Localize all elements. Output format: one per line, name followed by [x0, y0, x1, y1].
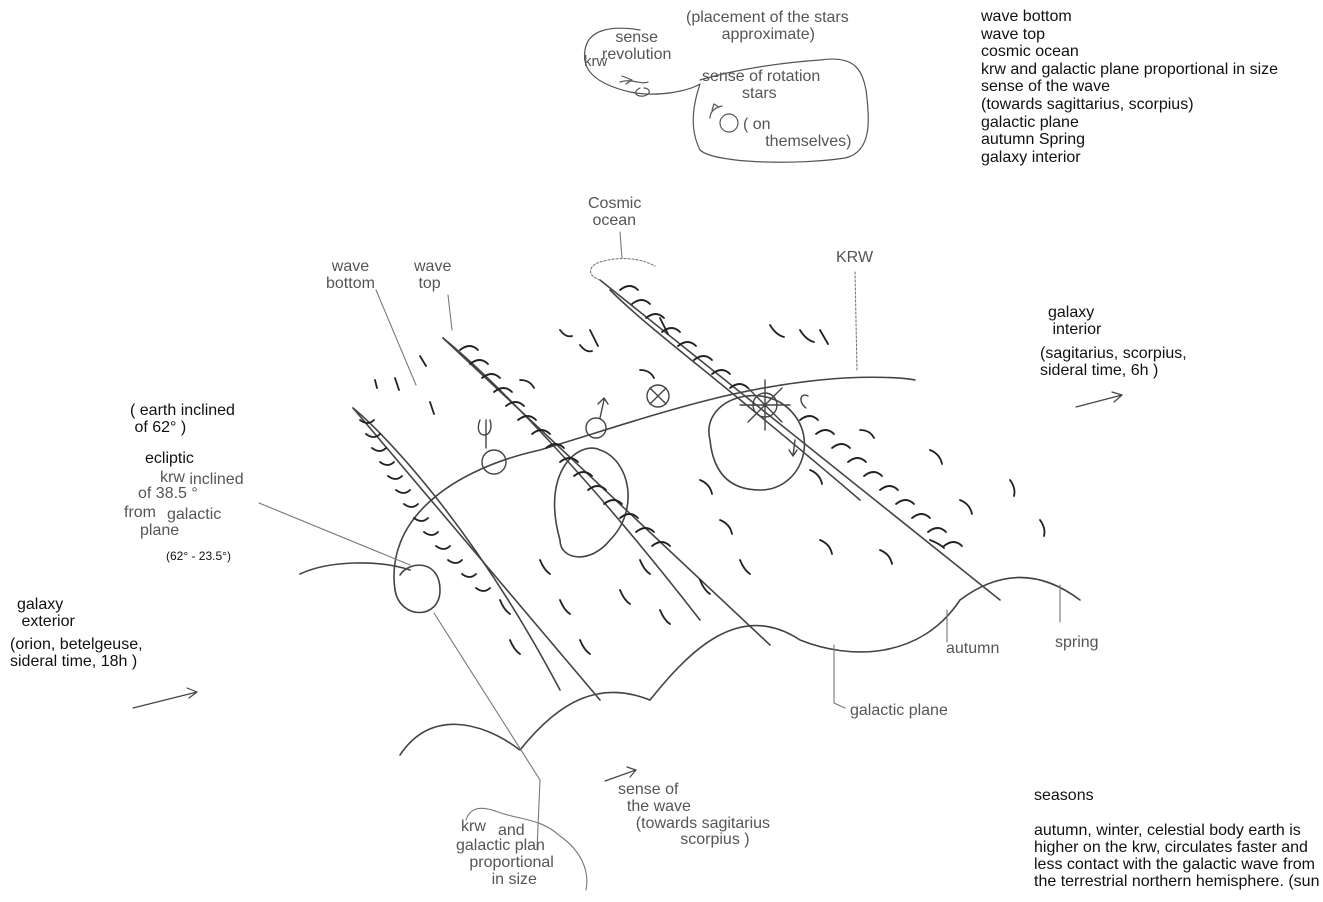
- label-krw-bottom: krw: [461, 819, 486, 836]
- legend-item: wave bottom: [981, 8, 1278, 26]
- legend-item: galaxy interior: [981, 149, 1278, 167]
- legend-item: galactic plane: [981, 114, 1278, 132]
- label-spring: spring: [1055, 635, 1099, 652]
- seasons-text: autumn, winter, celestial body earth is …: [1034, 822, 1323, 902]
- inset-sense-revolution: sense revolution: [602, 30, 671, 64]
- label-sense-of-wave: sense of the wave (towards sagitarius sc…: [618, 782, 770, 849]
- label-galactic-plane: galactic plane: [850, 703, 948, 720]
- label-from: from: [124, 505, 156, 522]
- inset-placement-note: (placement of the stars approximate): [686, 10, 849, 44]
- label-galaxy-interior-detail: (sagitarius, scorpius, sideral time, 6h …: [1040, 346, 1187, 380]
- wave-surface: [300, 280, 1080, 755]
- legend-item: autumn Spring: [981, 131, 1278, 149]
- legend-item: wave top: [981, 26, 1278, 44]
- legend-item: cosmic ocean: [981, 43, 1278, 61]
- label-autumn: autumn: [946, 641, 999, 658]
- label-galaxy-exterior-detail: (orion, betelgeuse, sideral time, 18h ): [10, 637, 143, 671]
- legend-list: wave bottom wave top cosmic ocean krw an…: [981, 8, 1278, 166]
- direction-arrows: [133, 392, 1122, 781]
- label-krw-word: krw: [160, 469, 185, 486]
- inset-krw: krw: [584, 54, 607, 70]
- label-wave-top: wave top: [414, 259, 451, 293]
- label-angle-calc: (62° - 23.5°): [166, 550, 231, 563]
- legend-item: krw and galactic plane proportional in s…: [981, 61, 1278, 79]
- label-earth-inclined: ( earth inclined of 62° ): [130, 403, 235, 437]
- label-plane: plane: [140, 523, 179, 540]
- label-galaxy-exterior: galaxy exterior: [17, 597, 75, 631]
- inset-sense-rotation: sense of rotation stars: [702, 69, 820, 103]
- label-krw: KRW: [836, 250, 873, 267]
- inset-on-themselves: ( on themselves): [743, 117, 851, 151]
- label-galaxy-interior: galaxy interior: [1048, 305, 1101, 339]
- wave-hatching: [360, 286, 1045, 654]
- legend-item: (towards sagittarius, scorpius): [981, 96, 1278, 114]
- label-ecliptic: ecliptic: [145, 451, 194, 468]
- label-of-38-5: of 38.5 °: [138, 486, 198, 503]
- seasons-heading: seasons: [1034, 788, 1094, 805]
- label-galactic-plan: galactic plan proportional in size: [456, 838, 554, 888]
- star-symbols: [478, 380, 808, 474]
- legend-item: sense of the wave: [981, 78, 1278, 96]
- label-cosmic-ocean: Cosmic ocean: [588, 196, 641, 230]
- label-wave-bottom: wave bottom: [326, 259, 375, 293]
